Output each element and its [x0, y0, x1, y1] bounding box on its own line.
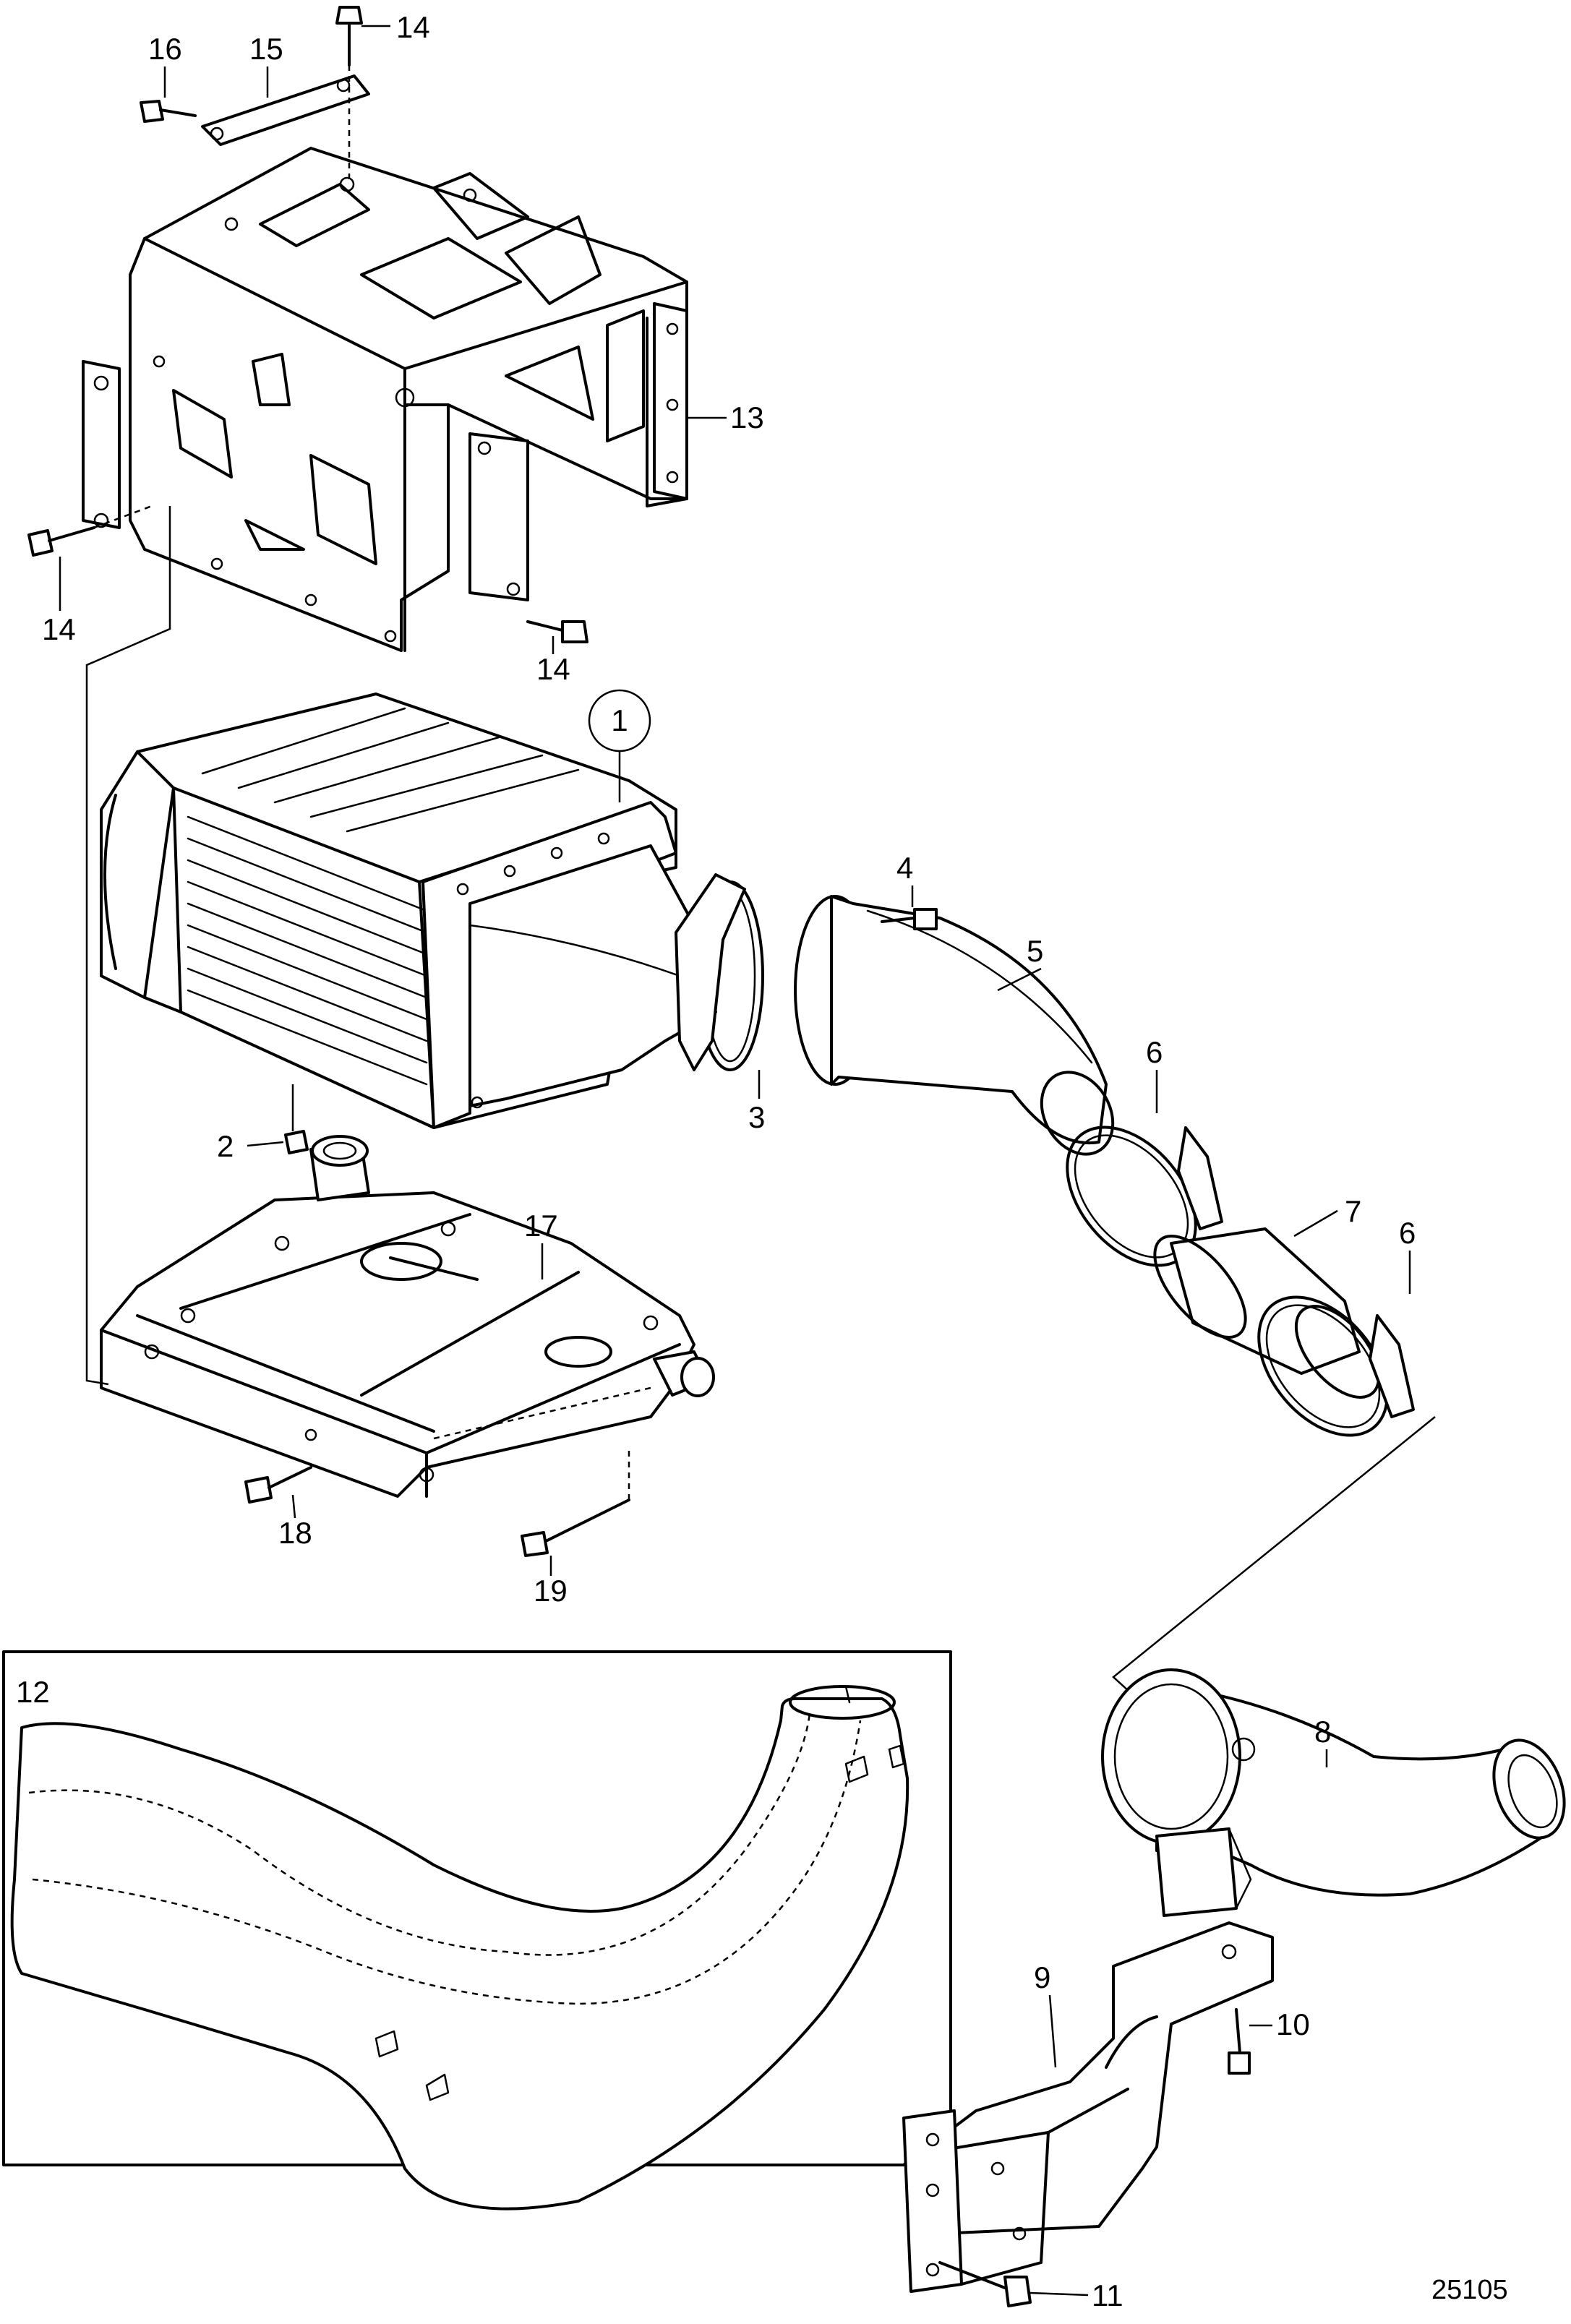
callout-2: 2	[217, 1129, 234, 1163]
callout-1: 1	[611, 703, 628, 737]
clamp-6-lower	[1257, 1295, 1415, 1437]
clamp-6-upper	[1066, 1125, 1223, 1267]
callout-13: 13	[730, 400, 764, 434]
callout-6b: 6	[1399, 1216, 1416, 1250]
bolt-10	[1228, 2008, 1251, 2075]
callout-12: 12	[16, 1675, 50, 1709]
strap-bracket	[201, 74, 370, 146]
callout-8: 8	[1314, 1715, 1331, 1749]
callouts: 1 2 3 4 5 6 7 6 8 9 10 11 12 13 14 14 14	[16, 10, 1416, 2312]
callout-15: 15	[249, 32, 283, 66]
charge-air-hose	[794, 895, 1115, 1156]
support-bracket-9	[902, 1921, 1274, 2293]
cooler-base-plate	[100, 1135, 715, 1498]
callout-18: 18	[278, 1516, 312, 1550]
bolt-14-top	[335, 6, 363, 181]
callout-4: 4	[896, 851, 913, 885]
callout-7: 7	[1345, 1194, 1361, 1228]
bolt-16	[140, 100, 197, 123]
callout-14b: 14	[42, 612, 76, 646]
callout-14c: 14	[536, 652, 570, 686]
bolt-4	[881, 908, 938, 930]
callout-5: 5	[1027, 934, 1043, 968]
callout-11: 11	[1092, 2278, 1123, 2312]
drain-plug-2	[284, 1084, 309, 1154]
bolt-14-left	[27, 505, 153, 557]
assembly-line-left	[85, 506, 171, 1386]
callout-19: 19	[534, 1574, 568, 1608]
bolt-19	[521, 1446, 630, 1557]
inset-hose-box	[2, 1650, 952, 2211]
bolt-11	[938, 2261, 1032, 2307]
callout-3: 3	[748, 1100, 765, 1134]
callout-17: 17	[524, 1209, 558, 1243]
mounting-frame	[82, 147, 688, 652]
callout-9: 9	[1034, 1960, 1050, 1994]
callout-6a: 6	[1146, 1035, 1163, 1069]
callout-1-circle	[588, 689, 651, 752]
hose-flange-left	[675, 873, 746, 1071]
bolt-18	[244, 1466, 312, 1504]
charge-air-pipe-8	[1101, 1668, 1566, 1917]
charge-air-cooler	[100, 693, 717, 1129]
callout-14a: 14	[396, 10, 430, 44]
coupling-sleeve	[1153, 1227, 1381, 1399]
callout-10: 10	[1276, 2007, 1310, 2041]
diagram-reference-number: 25105	[1431, 2275, 1508, 2305]
dash-line-17	[433, 1386, 651, 1440]
callout-16: 16	[148, 32, 182, 66]
bolt-14-right	[526, 620, 588, 643]
